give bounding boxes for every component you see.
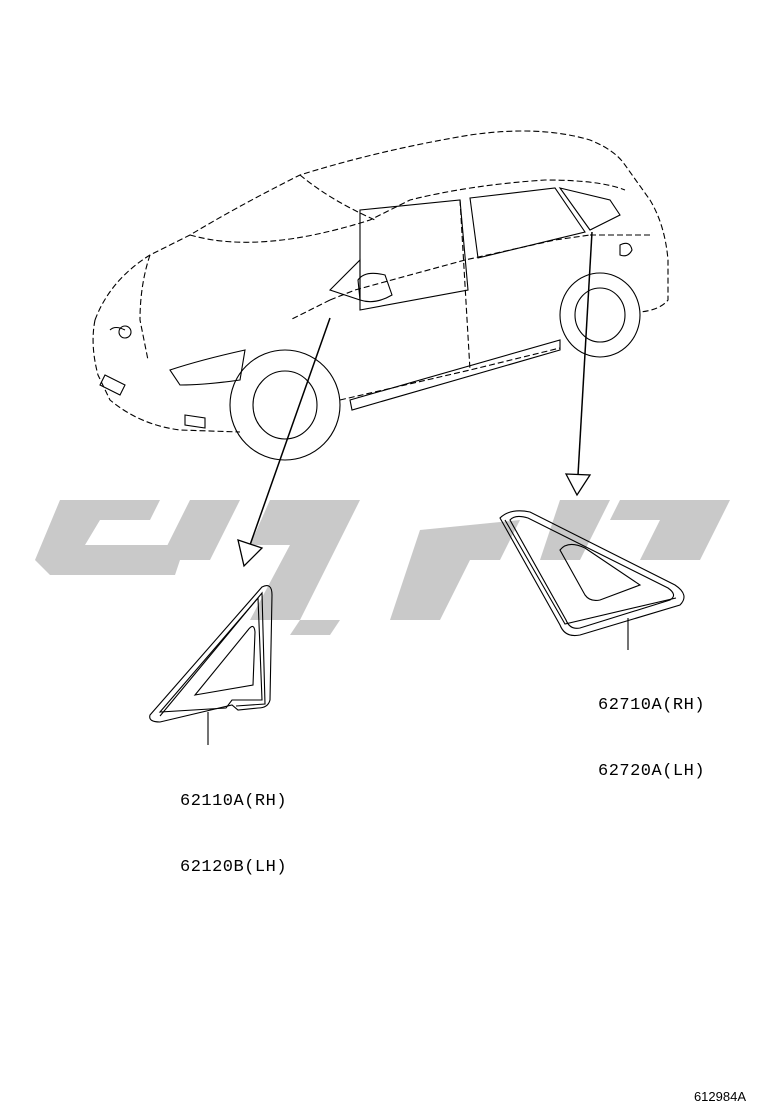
part-code-front-rh: 62110A(RH) (180, 792, 288, 811)
watermark-logo (35, 500, 730, 635)
car-lines (99, 187, 641, 461)
part-code-rear-rh: 62710A(RH) (598, 696, 706, 715)
arrow-front (237, 317, 331, 568)
arrow-rear (564, 231, 593, 497)
front-quarter-window-part (149, 585, 273, 723)
car-outline (92, 130, 669, 433)
part-codes-front-quarter-window: 62110A(RH) 62120B(LH) (180, 747, 287, 901)
diagram-id: 612984A (693, 1089, 746, 1104)
part-codes-rear-quarter-window: 62710A(RH) 62720A(LH) (598, 651, 705, 805)
rear-quarter-window-part (499, 510, 685, 637)
part-code-rear-lh: 62720A(LH) (598, 762, 706, 781)
part-code-front-lh: 62120B(LH) (180, 858, 288, 877)
